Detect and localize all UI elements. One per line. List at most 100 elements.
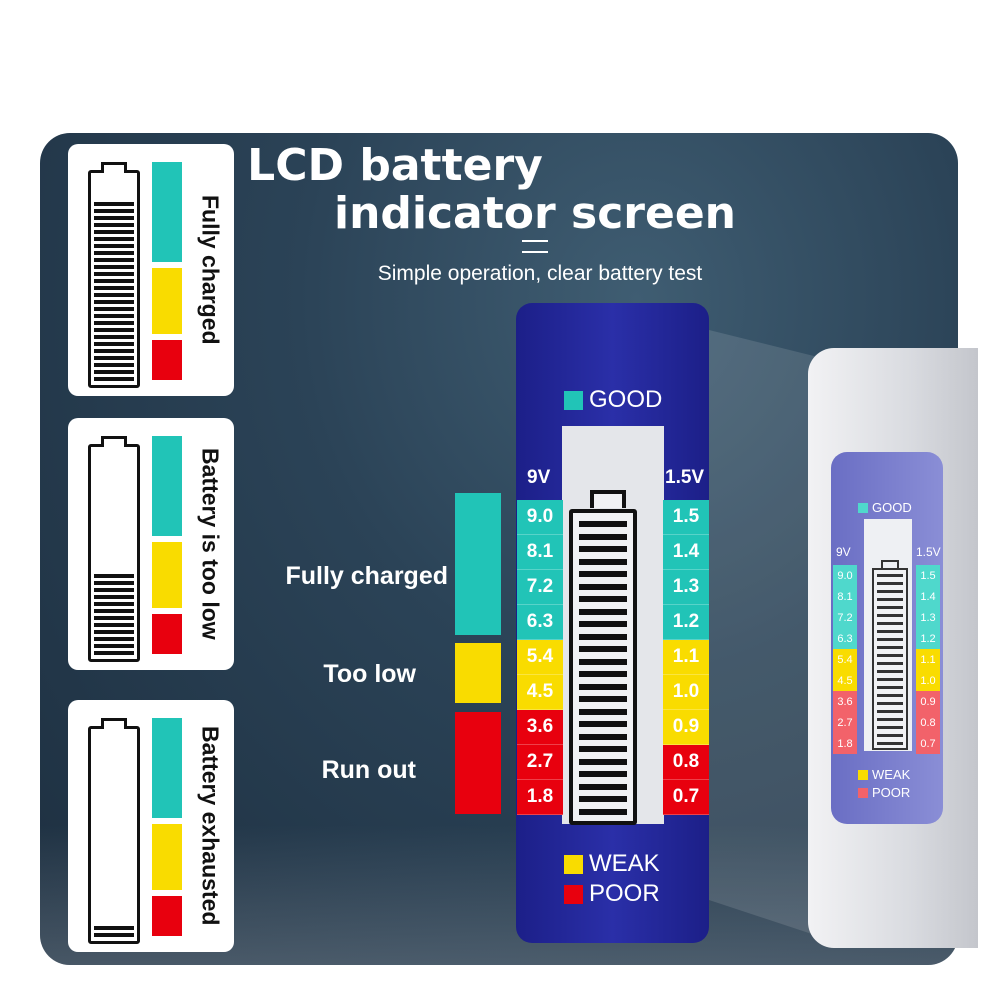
legend-poor: POOR	[564, 880, 660, 908]
poor-square-icon	[564, 884, 583, 904]
weak-square-icon	[564, 854, 583, 874]
mini-scale-1-5v-value: 1.3	[916, 607, 940, 628]
scale-9v-value: 8.1	[517, 535, 563, 570]
mini-scale-1-5v-value: 1.0	[916, 670, 940, 691]
scale-1-5v-value: 0.9	[663, 710, 709, 745]
mini-weak-square-icon	[858, 769, 868, 780]
battery-bar	[94, 637, 134, 641]
scale-9v-value: 7.2	[517, 570, 563, 605]
battery-bar	[94, 377, 134, 381]
mini-header-1-5v: 1.5V	[916, 545, 941, 559]
big-battery-bar	[579, 733, 627, 740]
mini-legend-weak: WEAK	[858, 767, 910, 782]
mini-battery-icon	[872, 568, 908, 750]
big-battery-bar	[579, 796, 627, 803]
mini-battery-bar	[877, 606, 903, 609]
mini-scale-9v-value: 7.2	[833, 607, 857, 628]
battery-bar	[94, 328, 134, 332]
side-label-fully-charged: Fully charged	[285, 562, 448, 590]
mini-battery-bar	[877, 686, 903, 689]
battery-bar	[94, 581, 134, 585]
battery-bar	[94, 595, 134, 599]
big-battery-bar	[579, 683, 627, 690]
mini-scale-1-5v-value: 1.1	[916, 649, 940, 670]
mini-battery-bar	[877, 638, 903, 641]
battery-bar	[94, 307, 134, 311]
weak-color-block	[152, 542, 182, 608]
big-battery-bar	[579, 671, 627, 678]
good-color-block	[152, 162, 182, 262]
mini-legend-poor: POOR	[858, 785, 910, 800]
big-battery-bars	[579, 521, 627, 815]
battery-bar	[94, 244, 134, 248]
battery-bar	[94, 209, 134, 213]
battery-icon	[88, 718, 140, 944]
mini-battery-bar	[877, 742, 903, 745]
card-battery-too-low: Battery is too low	[68, 418, 234, 670]
battery-bar	[94, 216, 134, 220]
battery-bar	[94, 616, 134, 620]
battery-bar	[94, 630, 134, 634]
scale-header-9v: 9V	[527, 467, 551, 488]
poor-color-block	[152, 340, 182, 380]
weak-color-block	[152, 268, 182, 334]
scale-9v-value: 3.6	[517, 710, 563, 745]
mini-battery-bar	[877, 598, 903, 601]
card-fully-charged: Fully charged	[68, 144, 234, 396]
mini-weak-label: WEAK	[872, 767, 911, 782]
mini-good-label: GOOD	[872, 500, 912, 515]
big-battery-bar	[579, 808, 627, 815]
headline-line-2: indicator screen	[333, 188, 736, 239]
mini-scale-9v-value: 2.7	[833, 712, 857, 733]
mini-scale-9v-value: 5.4	[833, 649, 857, 670]
legend-poor-label: POOR	[589, 880, 660, 907]
battery-bar	[94, 335, 134, 339]
mini-scale-1-5v-value: 0.7	[916, 733, 940, 754]
mini-battery-bar	[877, 662, 903, 665]
big-battery-bar	[579, 633, 627, 640]
battery-bar	[94, 342, 134, 346]
big-battery-bar	[579, 546, 627, 553]
big-battery-bar	[579, 783, 627, 790]
subtitle: Simple operation, clear battery test	[377, 262, 703, 285]
mini-battery-bars	[877, 574, 903, 745]
big-battery-bar	[579, 583, 627, 590]
scale-9v-value: 1.8	[517, 780, 563, 815]
scale-1-5v-value: 1.2	[663, 605, 709, 640]
big-battery-bar	[579, 708, 627, 715]
scale-1-5v-value: 0.7	[663, 780, 709, 815]
battery-bar	[94, 926, 134, 930]
battery-bar	[94, 574, 134, 578]
scale-1-5v-value: 1.0	[663, 675, 709, 710]
mini-battery-bar	[877, 702, 903, 705]
battery-bar	[94, 363, 134, 367]
battery-cap-icon	[101, 718, 127, 729]
card-label: Battery exhausted	[197, 726, 224, 926]
battery-bar	[94, 258, 134, 262]
scale-9v-value: 2.7	[517, 745, 563, 780]
battery-bar	[94, 644, 134, 648]
big-battery-bar	[579, 621, 627, 628]
big-battery-bar	[579, 771, 627, 778]
mini-poor-square-icon	[858, 787, 868, 798]
mini-scale-1-5v-value: 1.2	[916, 628, 940, 649]
battery-bar	[94, 300, 134, 304]
battery-bar	[94, 286, 134, 290]
mini-scale-1-5v-value: 0.9	[916, 691, 940, 712]
card-battery-exhausted: Battery exhausted	[68, 700, 234, 952]
big-battery-cap-icon	[590, 490, 626, 508]
mini-battery-bar	[877, 678, 903, 681]
mini-battery-bar	[877, 670, 903, 673]
battery-bar	[94, 251, 134, 255]
battery-bar	[94, 265, 134, 269]
big-battery-bar	[579, 571, 627, 578]
mini-header-9v: 9V	[836, 545, 851, 559]
big-battery-bar	[579, 721, 627, 728]
big-battery-icon	[569, 509, 637, 825]
good-color-block	[152, 718, 182, 818]
mini-poor-label: POOR	[872, 785, 911, 800]
battery-cap-icon	[101, 162, 127, 173]
